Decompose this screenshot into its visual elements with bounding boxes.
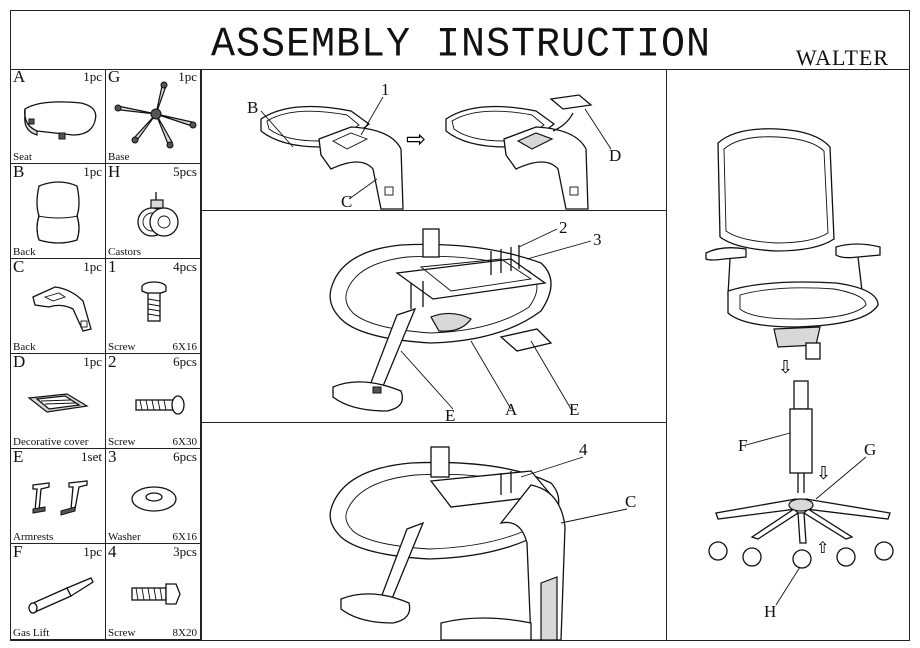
- label-e-right: E: [569, 400, 579, 419]
- decorative-cover-icon: [27, 393, 89, 413]
- screw-icon: [141, 281, 167, 322]
- part-qty: 1pc: [178, 69, 197, 84]
- part-cell-d: D 1pc Decorative cover: [11, 352, 106, 449]
- part-name: Seat: [13, 151, 32, 163]
- final-assembly-diagram: ⇩ ⇩ ⇧ F G H: [705, 128, 894, 621]
- step-1-arrow: ⇨: [406, 125, 426, 153]
- label-g: G: [864, 440, 876, 459]
- part-name: Armrests: [13, 531, 54, 543]
- label-d: D: [609, 146, 621, 165]
- long-screw-icon: [135, 395, 185, 415]
- step-1-diagram: ⇨ B 1 C D: [247, 80, 621, 211]
- part-cell-b: B 1pc Back: [11, 162, 106, 259]
- arrow-down-icon: ⇩: [778, 357, 793, 378]
- part-size: 8X20: [172, 627, 197, 639]
- armrests-icon: [32, 480, 88, 516]
- label-b: B: [247, 98, 258, 117]
- back-cushion-icon: [36, 181, 80, 244]
- part-name: Gas Lift: [13, 627, 50, 639]
- part-qty: 1pc: [83, 354, 102, 369]
- part-qty: 1pc: [83, 259, 102, 274]
- label-1: 1: [381, 80, 390, 99]
- step-3-panel: 4 C: [201, 423, 666, 641]
- label-c: C: [341, 192, 352, 211]
- part-qty: 4pcs: [173, 259, 197, 274]
- label-3: 3: [593, 230, 602, 249]
- part-qty: 1pc: [83, 69, 102, 84]
- part-name: Screw: [108, 436, 136, 448]
- part-qty: 1pc: [83, 164, 102, 179]
- part-cell-4: 4 3pcs Screw 8X20: [106, 542, 201, 640]
- part-letter: D: [13, 352, 26, 371]
- label-f: F: [738, 436, 747, 455]
- part-size: 6X30: [172, 436, 197, 448]
- label-h: H: [764, 602, 776, 621]
- part-letter: H: [108, 162, 121, 181]
- part-letter: E: [13, 447, 24, 466]
- step-2-panel: 2 3 E A E: [201, 211, 666, 425]
- part-cell-2: 2 6pcs Screw 6X30: [106, 352, 201, 449]
- parts-divider: [201, 69, 202, 640]
- part-size: 6X16: [172, 341, 197, 353]
- part-cell-h: H 5pcs Castors: [106, 162, 201, 259]
- part-name: Washer: [108, 531, 141, 543]
- arrow-up-icon: ⇧: [816, 538, 829, 557]
- part-qty: 6pcs: [173, 354, 197, 369]
- base-icon: [114, 81, 197, 149]
- part-cell-g: G 1pc Base: [106, 67, 201, 164]
- step-2-diagram: 2 3 E A E: [329, 218, 602, 425]
- part-qty: 1set: [81, 449, 102, 464]
- part-letter: 2: [108, 352, 117, 371]
- part-name: Back: [13, 246, 36, 258]
- castor-icon: [137, 192, 179, 237]
- label-a: A: [505, 400, 518, 419]
- part-letter: A: [13, 67, 26, 86]
- brand-name: WALTER: [795, 45, 889, 70]
- part-letter: 4: [108, 542, 117, 561]
- part-name: Castors: [108, 246, 141, 258]
- part-cell-f: F 1pc Gas Lift: [11, 542, 106, 640]
- part-qty: 1pc: [83, 544, 102, 559]
- part-cell-c: C 1pc Back: [11, 257, 106, 354]
- seat-icon: [24, 101, 97, 140]
- part-letter: B: [13, 162, 25, 181]
- back-frame-icon: [32, 286, 92, 332]
- part-qty: 3pcs: [173, 544, 197, 559]
- part-name: Back: [13, 341, 36, 353]
- part-qty: 6pcs: [173, 449, 197, 464]
- label-e-left: E: [445, 406, 455, 423]
- arrow-down-2-icon: ⇩: [816, 463, 831, 484]
- part-cell-a: A 1pc Seat: [11, 67, 106, 164]
- parts-list: A 1pc Seat G: [11, 67, 201, 640]
- gas-lift-icon: [28, 577, 94, 614]
- part-cell-1: 1 4pcs Screw 6X16: [106, 257, 201, 354]
- step-1-panel: ⇨ B 1 C D: [201, 69, 666, 211]
- part-size: 6X16: [172, 531, 197, 543]
- instruction-sheet: ASSEMBLY INSTRUCTION WALTER A 1pc Seat: [10, 10, 910, 641]
- final-divider: [666, 69, 667, 640]
- part-letter: G: [108, 67, 121, 86]
- part-name: Screw: [108, 627, 136, 639]
- washer-icon: [131, 486, 177, 512]
- part-letter: 3: [108, 447, 117, 466]
- part-name: Base: [108, 151, 130, 163]
- part-letter: F: [13, 542, 23, 561]
- part-cell-e: E 1set Armrests: [11, 447, 106, 544]
- part-letter: 1: [108, 257, 117, 276]
- label-c-step3: C: [625, 492, 636, 511]
- step-3-diagram: 4 C: [329, 440, 636, 641]
- hex-screw-icon: [131, 583, 181, 605]
- part-letter: C: [13, 257, 25, 276]
- part-name: Screw: [108, 341, 136, 353]
- final-assembly-panel: ⇩ ⇩ ⇧ F G H: [666, 69, 911, 640]
- part-cell-3: 3 6pcs Washer 6X16: [106, 447, 201, 544]
- part-name: Decorative cover: [13, 436, 89, 448]
- page-title: ASSEMBLY INSTRUCTION: [210, 21, 712, 70]
- part-qty: 5pcs: [173, 164, 197, 179]
- header-divider: [11, 69, 909, 70]
- label-2: 2: [559, 218, 568, 237]
- label-4: 4: [579, 440, 588, 459]
